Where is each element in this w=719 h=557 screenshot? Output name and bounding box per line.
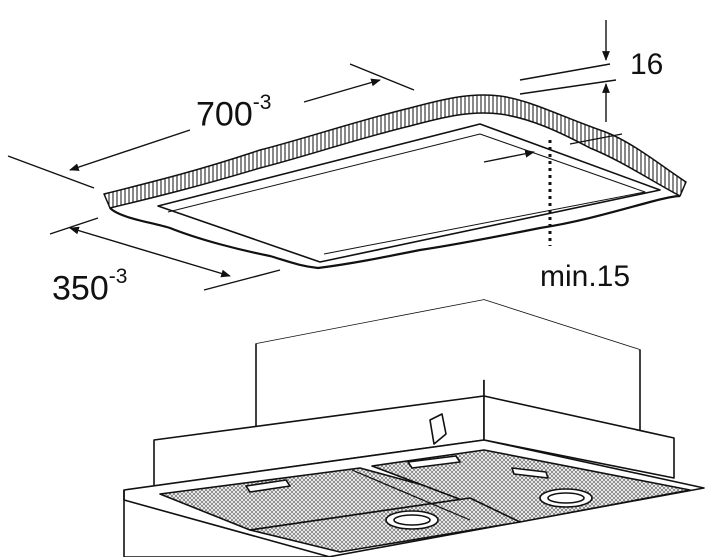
- hood-latch: [429, 413, 447, 445]
- width-tolerance: -3: [252, 91, 272, 114]
- width-dimension: [7, 63, 415, 189]
- filter-handle-right: [407, 455, 461, 469]
- ceiling-cutout: [103, 94, 687, 270]
- light-left-inner: [393, 514, 431, 526]
- grease-filter-front: [249, 497, 521, 553]
- depth-tolerance: -3: [108, 265, 128, 288]
- motor-housing-top: [256, 300, 640, 394]
- filter-handle-left: [245, 479, 291, 493]
- clearance-dimension: [483, 140, 552, 246]
- width-label: 700-3: [196, 92, 271, 134]
- hood-frame-side: [483, 395, 675, 479]
- depth-label: 350-3: [52, 266, 127, 308]
- cutout-top-edge: [103, 94, 687, 209]
- cutout-opening: [157, 123, 661, 263]
- hood-unit: [123, 299, 705, 557]
- thickness-dimension: [519, 20, 623, 145]
- thickness-value: 16: [630, 48, 664, 81]
- clearance-label: min.15: [540, 262, 630, 292]
- cutout-board-outline: [109, 194, 681, 270]
- light-right: [539, 488, 593, 508]
- thickness-label: 16: [630, 50, 663, 80]
- light-right-inner: [547, 492, 585, 504]
- cutout-opening-inner: [167, 133, 646, 255]
- clearance-value: min.15: [540, 260, 631, 293]
- light-left: [385, 510, 439, 530]
- hood-bottom-rim: [123, 490, 331, 557]
- width-value: 700: [196, 95, 253, 134]
- filter-handle-side: [511, 467, 549, 479]
- depth-dimension: [49, 217, 281, 291]
- depth-value: 350: [52, 269, 109, 308]
